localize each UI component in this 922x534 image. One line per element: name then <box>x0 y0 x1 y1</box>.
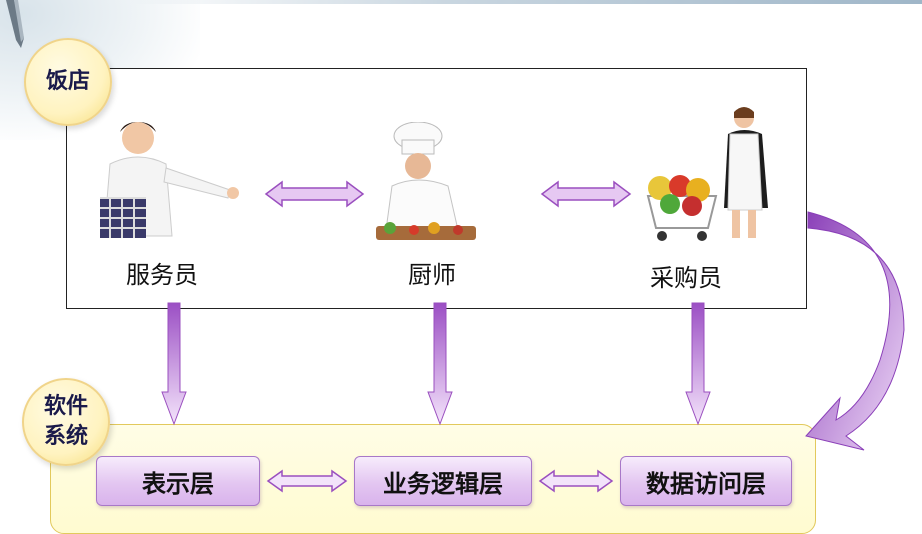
down-arrow-buyer <box>685 302 711 426</box>
double-arrow-waiter-chef <box>264 180 365 208</box>
chef-figure <box>376 122 476 240</box>
down-arrow-waiter <box>161 302 187 426</box>
buyer-figure <box>646 107 768 241</box>
restaurant-label: 饭店 <box>24 38 112 126</box>
curved-arrow <box>805 211 905 451</box>
role-buyer-label: 采购员 <box>650 264 722 292</box>
role-chef-label: 厨师 <box>408 261 456 289</box>
waiter-figure <box>100 122 239 238</box>
double-arrow-presentation-logic <box>266 469 348 493</box>
layer-data-access: 数据访问层 <box>620 456 792 506</box>
arrows-overlay <box>161 180 905 493</box>
software-label: 软件 系统 <box>22 378 110 466</box>
layer-presentation: 表示层 <box>96 456 260 506</box>
down-arrow-chef <box>427 302 453 426</box>
layer-business-logic: 业务逻辑层 <box>354 456 532 506</box>
role-waiter-label: 服务员 <box>126 261 198 289</box>
pen-icon <box>6 0 24 48</box>
double-arrow-logic-data <box>538 469 614 493</box>
top-decoration-line <box>130 0 922 4</box>
double-arrow-chef-buyer <box>540 180 632 208</box>
